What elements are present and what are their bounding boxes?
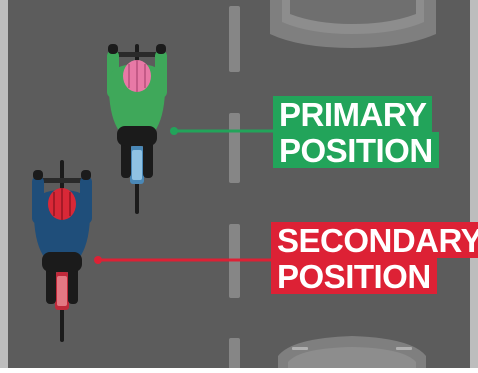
bicycle-icon bbox=[107, 44, 167, 214]
secondary-label-line2: POSITION bbox=[271, 258, 437, 294]
car-icon bbox=[278, 336, 426, 373]
bicycle-icon bbox=[32, 160, 92, 342]
car-icon bbox=[270, 0, 436, 48]
primary-label-line2: POSITION bbox=[273, 132, 439, 168]
primary-label-line1: PRIMARY bbox=[273, 96, 433, 132]
primary-pointer bbox=[170, 127, 275, 135]
road-kerb-left bbox=[0, 0, 8, 373]
secondary-pointer bbox=[94, 256, 273, 264]
image-border-bottom bbox=[0, 368, 478, 373]
primary-position-label: PRIMARY POSITION bbox=[273, 96, 439, 168]
secondary-label-line1: SECONDARY bbox=[271, 222, 478, 258]
road-kerb-right bbox=[470, 0, 478, 373]
secondary-position-label: SECONDARY POSITION bbox=[271, 222, 478, 294]
